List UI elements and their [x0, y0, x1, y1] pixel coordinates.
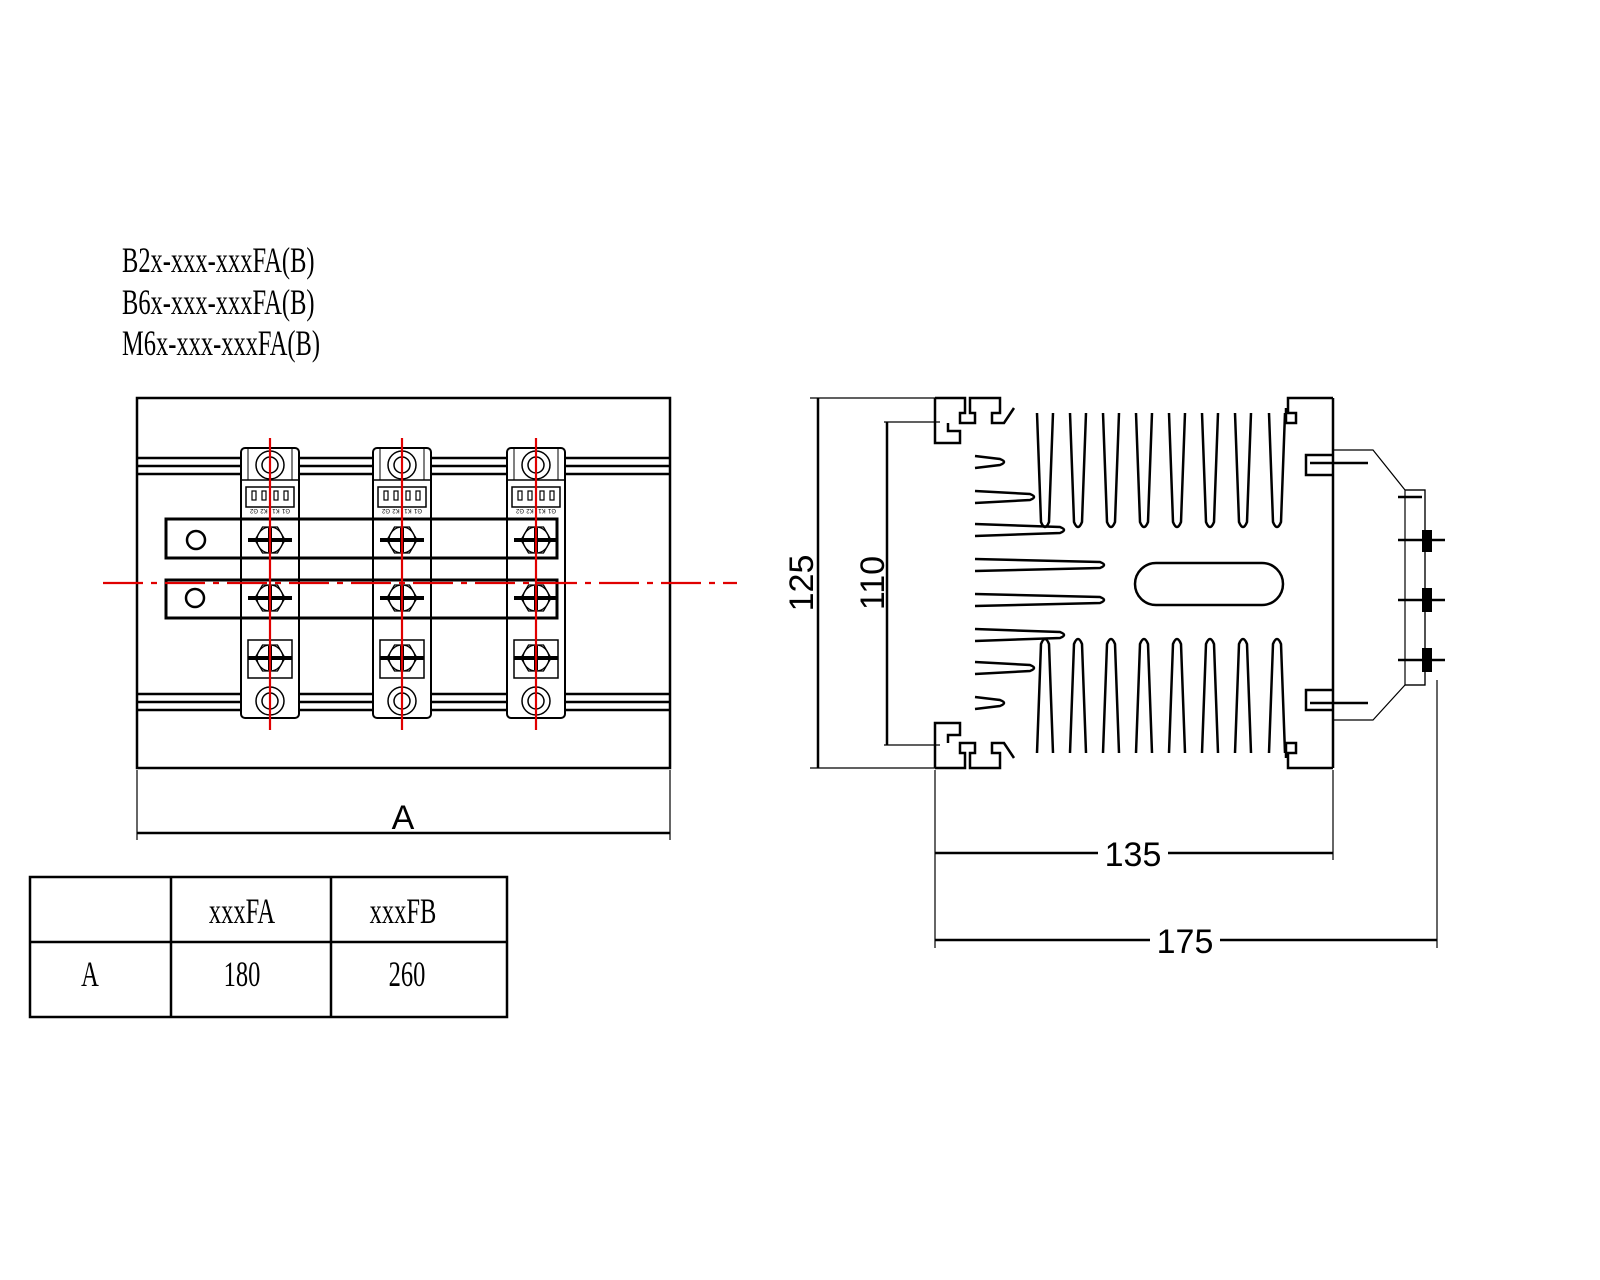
terminal-label: K2 [526, 507, 534, 513]
terminal-label: G1 [281, 507, 290, 513]
busbar-hole [185, 529, 207, 551]
terminal-block [1310, 449, 1445, 721]
terminal-label: G2 [381, 507, 390, 513]
side-view: 125 110 135 175 [783, 396, 1445, 961]
dim-125-label: 125 [783, 555, 821, 612]
heatsink-fin [974, 522, 1066, 538]
heatsink-profile [933, 396, 1335, 770]
terminal-label: K1 [538, 507, 546, 513]
center-slot [1133, 561, 1285, 607]
dimension-135: 135 [934, 770, 1334, 948]
heatsink-fin [1134, 637, 1154, 754]
table-cell-fb: 260 [389, 954, 426, 994]
busbar-lower [164, 578, 559, 620]
heatsink-fin [1200, 412, 1220, 529]
heatsink-fin [1233, 637, 1253, 754]
heatsink-fin [974, 489, 1036, 505]
dim-135-label: 135 [1105, 836, 1162, 874]
dimension-a-label: A [392, 799, 415, 837]
heatsink-fin [974, 557, 1106, 573]
centerlines [103, 438, 737, 730]
dimension-a: A [136, 770, 671, 840]
dim-110-label: 110 [854, 556, 892, 610]
heatsink-fin [1035, 412, 1055, 529]
model-titles: B2x-xxx-xxxFA(B) B6x-xxx-xxxFA(B) M6x-xx… [122, 240, 320, 363]
heatsink-fin [1068, 412, 1088, 529]
busbars [164, 517, 559, 620]
heatsink-fin [1167, 412, 1187, 529]
rails [137, 456, 670, 712]
heatsink-fin [1134, 412, 1154, 529]
title-line-2: B6x-xxx-xxxFA(B) [122, 282, 315, 322]
terminal-nut [1398, 648, 1445, 672]
heatsink-fin [1068, 637, 1088, 754]
title-line-1: B2x-xxx-xxxFA(B) [122, 240, 315, 280]
terminal-label: G1 [413, 507, 422, 513]
dimension-110: 110 [854, 421, 940, 746]
title-line-3: M6x-xxx-xxxFA(B) [122, 323, 320, 363]
terminal-label: K2 [260, 507, 268, 513]
heatsink-fin [974, 592, 1106, 608]
terminal-label: K2 [392, 507, 400, 513]
heatsink-fin [1267, 412, 1287, 529]
heatsink-fin [974, 627, 1066, 643]
busbar-hole [184, 587, 206, 609]
terminal-label: G2 [515, 507, 524, 513]
terminal-label: K1 [272, 507, 280, 513]
dimension-125: 125 [783, 397, 935, 769]
heatsink-fin [1200, 637, 1220, 754]
heatsink-fin [1233, 412, 1253, 529]
dimension-table: xxxFA xxxFB A 180 260 [28, 875, 509, 1019]
heatsink-fin [1035, 637, 1055, 754]
heatsink-fin [974, 660, 1036, 676]
heatsink-fin [974, 695, 1006, 711]
table-cell-fa: 180 [224, 954, 261, 994]
dimension-175: 175 [935, 680, 1438, 961]
heatsink-fin [1101, 637, 1121, 754]
terminal-label: G1 [547, 507, 556, 513]
busbar-upper [164, 517, 559, 560]
table-header-fa: xxxFA [209, 891, 275, 931]
terminal-label: K1 [404, 507, 412, 513]
heatsink-fin [1167, 637, 1187, 754]
terminal-label: G2 [249, 507, 258, 513]
terminal-nut [1398, 588, 1445, 612]
heatsink-fin [1101, 412, 1121, 529]
dim-175-label: 175 [1157, 923, 1214, 961]
heatsink-fin [1267, 637, 1287, 754]
heatsink-fin [974, 454, 1006, 470]
table-header-fb: xxxFB [370, 891, 437, 931]
terminal-nut [1398, 530, 1445, 552]
table-row-label: A [81, 954, 99, 994]
